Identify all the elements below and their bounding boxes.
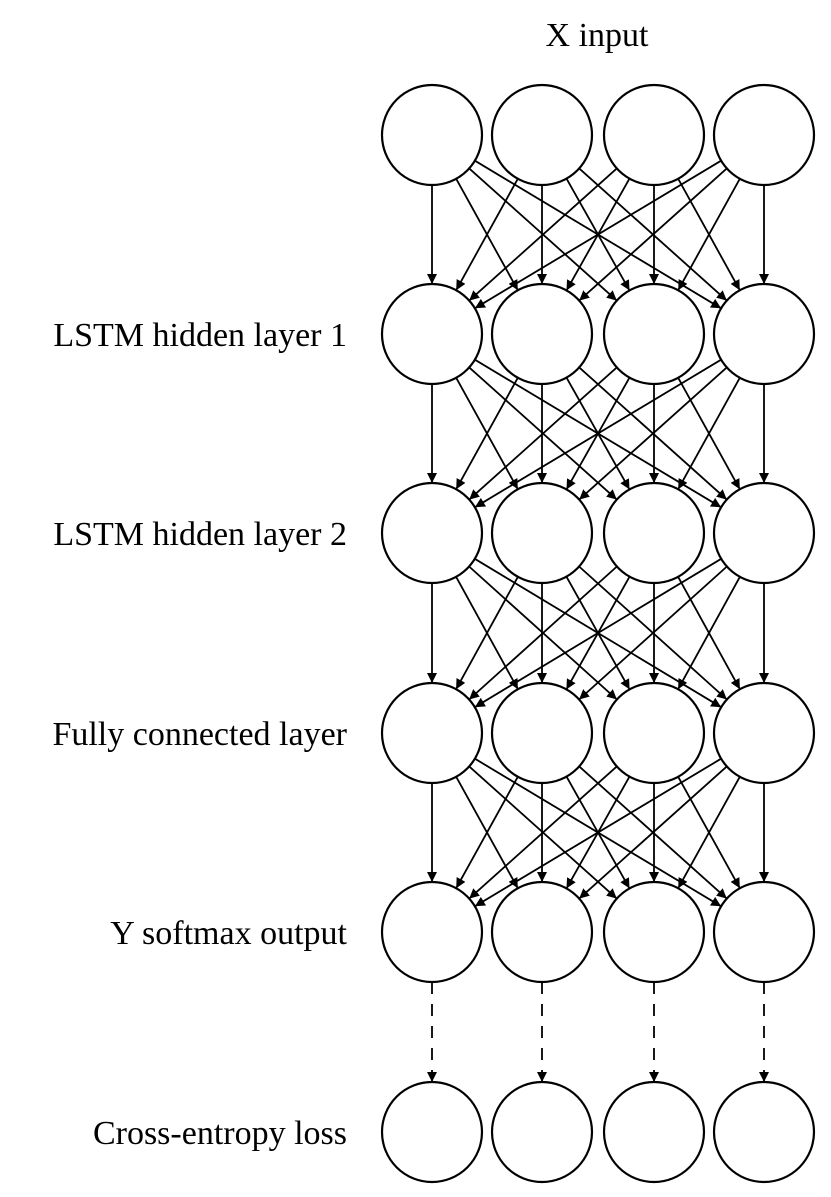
edge-fc-4-to-softmax-1 <box>474 757 722 908</box>
edge-lstm1-4-to-lstm2-3 <box>677 377 741 490</box>
layer-labels: LSTM hidden layer 1 LSTM hidden layer 2 Fu… <box>52 317 347 1152</box>
node-softmax-2 <box>490 880 594 984</box>
layer-label-loss: Cross-entropy loss <box>93 1115 347 1152</box>
edge-lstm1-3-to-lstm2-1 <box>468 366 618 501</box>
layer-label-fc: Fully connected layer <box>52 716 347 753</box>
layer-label-lstm1: LSTM hidden layer 1 <box>53 317 347 354</box>
node-lstm1-2 <box>490 282 594 386</box>
edge-fc-2-to-softmax-1 <box>455 776 519 889</box>
edge-fc-4-to-softmax-3 <box>677 776 741 889</box>
edge-lstm1-4-to-lstm2-1 <box>474 358 722 509</box>
node-loss-3 <box>602 1080 706 1184</box>
node-lstm1-3 <box>602 282 706 386</box>
edge-lstm1-2-to-lstm2-1 <box>455 377 519 490</box>
node-loss-4 <box>712 1080 816 1184</box>
node-fc-1 <box>380 681 484 785</box>
node-lstm1-1 <box>380 282 484 386</box>
node-loss-2 <box>490 1080 594 1184</box>
edge-lstm1-4-to-lstm2-2 <box>578 366 728 501</box>
node-input-1 <box>380 83 484 187</box>
node-input-3 <box>602 83 706 187</box>
edge-input-4-to-lstm1-1 <box>474 159 722 310</box>
node-input-4 <box>712 83 816 187</box>
edge-input-3-to-lstm1-1 <box>468 167 618 302</box>
node-lstm2-4 <box>712 481 816 585</box>
node-input-2 <box>490 83 594 187</box>
node-lstm2-1 <box>380 481 484 585</box>
edge-input-4-to-lstm1-3 <box>677 178 741 291</box>
edges-group <box>427 159 769 1082</box>
node-fc-2 <box>490 681 594 785</box>
node-fc-4 <box>712 681 816 785</box>
edge-lstm2-3-to-fc-1 <box>468 565 618 701</box>
diagram-title: X input <box>546 17 650 54</box>
edge-lstm2-4-to-fc-2 <box>578 565 728 701</box>
layer-label-softmax: Y softmax output <box>110 915 347 952</box>
edge-lstm2-2-to-fc-1 <box>455 576 519 690</box>
nodes-group <box>380 83 816 1184</box>
node-softmax-1 <box>380 880 484 984</box>
node-fc-3 <box>602 681 706 785</box>
edge-fc-3-to-softmax-1 <box>468 765 618 900</box>
node-softmax-3 <box>602 880 706 984</box>
node-softmax-4 <box>712 880 816 984</box>
edge-lstm2-4-to-fc-1 <box>474 558 722 708</box>
layer-label-lstm2: LSTM hidden layer 2 <box>53 516 347 553</box>
edge-fc-4-to-softmax-2 <box>578 765 728 900</box>
node-lstm2-3 <box>602 481 706 585</box>
edge-input-2-to-lstm1-1 <box>455 178 519 291</box>
edge-lstm2-4-to-fc-3 <box>677 576 741 690</box>
node-lstm2-2 <box>490 481 594 585</box>
edge-input-4-to-lstm1-2 <box>578 167 728 302</box>
node-lstm1-4 <box>712 282 816 386</box>
node-loss-1 <box>380 1080 484 1184</box>
